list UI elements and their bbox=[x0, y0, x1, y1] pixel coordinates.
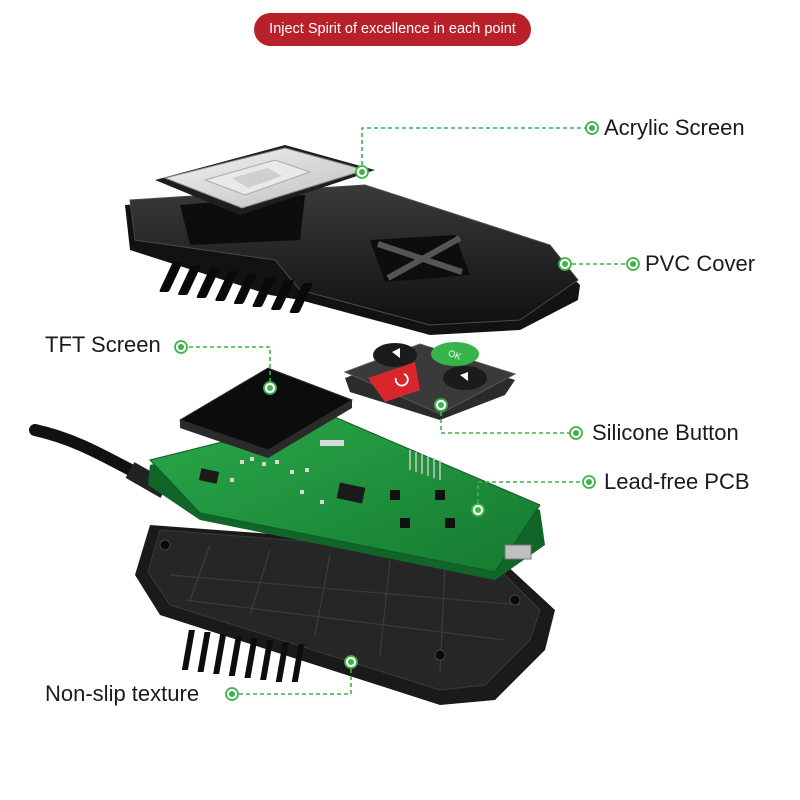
acrylic-screen-label: Acrylic Screen bbox=[604, 115, 745, 140]
silicone-leader bbox=[440, 405, 575, 434]
lead-free-pcb-board bbox=[148, 414, 545, 580]
screw-hole bbox=[509, 594, 521, 606]
pcb-pads bbox=[230, 440, 344, 504]
green-ring-dot-icon bbox=[174, 340, 188, 354]
green-ring-dot-icon bbox=[344, 655, 358, 669]
green-ring-dot-icon bbox=[471, 503, 485, 517]
tft-screen-panel bbox=[178, 367, 354, 458]
green-ring-dot-icon bbox=[626, 257, 640, 271]
silicone-button-pad: OK bbox=[343, 342, 517, 420]
grip-grooves bbox=[159, 262, 313, 313]
texture-leader bbox=[232, 662, 352, 695]
acrylic-screen bbox=[155, 145, 375, 215]
triangle-down-icon bbox=[460, 372, 468, 381]
return-arrow-icon bbox=[394, 373, 409, 387]
green-ring-dot-icon bbox=[582, 475, 596, 489]
green-ring-dot-icon bbox=[585, 121, 599, 135]
pin-header bbox=[409, 450, 441, 480]
back-button bbox=[368, 362, 420, 402]
pcb-buttons bbox=[390, 490, 455, 528]
callout-markers bbox=[174, 121, 640, 701]
green-ring-dot-icon bbox=[569, 426, 583, 440]
x-logo bbox=[370, 235, 470, 282]
green-ring-dot-icon bbox=[434, 398, 448, 412]
screw-hole bbox=[434, 649, 446, 661]
screen-window bbox=[180, 195, 305, 245]
silicone-button-label: Silicone Button bbox=[592, 420, 739, 445]
non-slip-texture-label: Non-slip texture bbox=[45, 681, 200, 706]
lead-free-pcb-label: Lead-free PCB bbox=[604, 469, 750, 494]
pcb-chip bbox=[336, 482, 366, 504]
down-button bbox=[443, 366, 487, 390]
green-ring-dot-icon bbox=[225, 687, 239, 701]
green-ring-dot-icon bbox=[558, 257, 572, 271]
pvc-cover-label: PVC Cover bbox=[645, 251, 756, 276]
pcb-chip bbox=[198, 468, 220, 484]
obd-cable bbox=[29, 424, 170, 498]
green-ring-dot-icon bbox=[263, 381, 277, 395]
green-ring-dot-icon bbox=[355, 165, 369, 179]
pcb-leader bbox=[477, 481, 588, 510]
screw-hole bbox=[159, 539, 171, 551]
triangle-up-icon bbox=[392, 348, 400, 358]
ok-label: OK bbox=[447, 348, 463, 362]
slogan-banner: Inject Spirit of excellence in each poin… bbox=[254, 13, 531, 46]
acrylic-leader bbox=[361, 127, 590, 172]
pvc-cover bbox=[125, 184, 580, 335]
up-button bbox=[373, 343, 417, 367]
non-slip-grooves bbox=[181, 630, 305, 682]
callout-lines bbox=[182, 127, 630, 695]
tft-leader bbox=[182, 346, 271, 388]
tft-screen-label: TFT Screen bbox=[45, 332, 161, 357]
usb-port bbox=[504, 544, 532, 560]
ok-button: OK bbox=[431, 342, 479, 366]
